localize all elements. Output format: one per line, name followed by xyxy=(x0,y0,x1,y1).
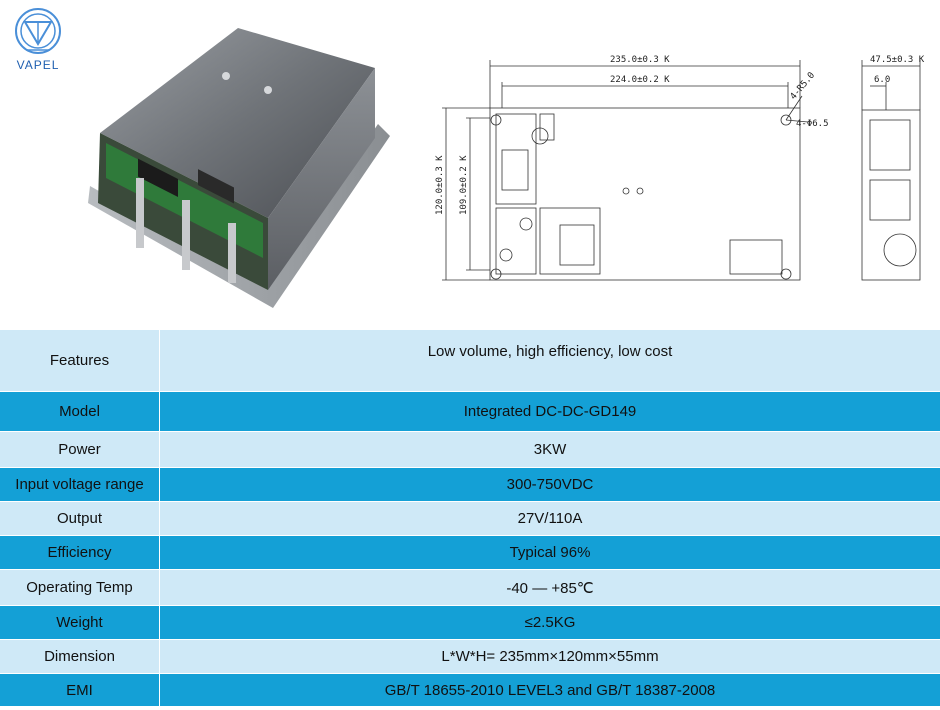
spec-table: Features Low volume, high efficiency, lo… xyxy=(0,330,940,707)
spec-row-emi: EMI GB/T 18655-2010 LEVEL3 and GB/T 1838… xyxy=(0,674,940,707)
spec-row-model: Model Integrated DC-DC-GD149 xyxy=(0,392,940,432)
spec-label: Weight xyxy=(0,606,160,639)
spec-label: Efficiency xyxy=(0,536,160,569)
spec-value: L*W*H= 235mm×120mm×55mm xyxy=(441,648,659,665)
spec-row-power: Power 3KW xyxy=(0,432,940,468)
dim-flange: 6.0 xyxy=(874,75,890,85)
dim-hole-diameter: 4-Φ6.5 xyxy=(796,119,829,129)
spec-label: Input voltage range xyxy=(0,468,160,501)
spec-value: 3KW xyxy=(533,441,567,458)
spec-row-dimension: Dimension L*W*H= 235mm×120mm×55mm xyxy=(0,640,940,674)
spec-value: ≤2.5KG xyxy=(524,614,576,631)
dim-total-height: 120.0±0.3 K xyxy=(435,155,445,215)
spec-label: Power xyxy=(0,432,160,467)
dim-inner-height: 109.0±0.2 K xyxy=(459,155,469,215)
spec-value: Low volume, high efficiency, low cost xyxy=(427,343,673,360)
dim-hole-radius: 4-R5.0 xyxy=(789,71,818,102)
spec-label: Features xyxy=(0,330,160,391)
dimension-drawing: 235.0±0.3 K 224.0±0.2 K 120.0±0.3 K 109.… xyxy=(430,40,930,290)
spec-value: 300-750VDC xyxy=(506,476,594,493)
spec-value: Integrated DC-DC-GD149 xyxy=(463,403,637,420)
logo-text: VAPEL xyxy=(16,58,60,72)
product-header: VAPEL xyxy=(0,0,940,330)
spec-row-operating-temp: Operating Temp -40 — +85℃ xyxy=(0,570,940,606)
spec-row-input-voltage: Input voltage range 300-750VDC xyxy=(0,468,940,502)
spec-row-output: Output 27V/110A xyxy=(0,502,940,536)
spec-row-features: Features Low volume, high efficiency, lo… xyxy=(0,330,940,392)
spec-row-efficiency: Efficiency Typical 96% xyxy=(0,536,940,570)
dim-total-width: 235.0±0.3 K xyxy=(610,55,670,65)
spec-value: Typical 96% xyxy=(509,544,591,561)
spec-value: GB/T 18655-2010 LEVEL3 and GB/T 18387-20… xyxy=(384,681,716,699)
dim-inner-width: 224.0±0.2 K xyxy=(610,75,670,85)
spec-row-weight: Weight ≤2.5KG xyxy=(0,606,940,640)
spec-label: Operating Temp xyxy=(0,570,160,605)
dim-depth: 47.5±0.3 K xyxy=(870,55,925,65)
spec-label: Dimension xyxy=(0,640,160,673)
spec-label: EMI xyxy=(0,674,160,706)
spec-label: Model xyxy=(0,392,160,431)
spec-value: -40 — +85℃ xyxy=(506,579,594,597)
spec-label: Output xyxy=(0,502,160,535)
brand-logo: VAPEL xyxy=(8,6,68,74)
product-photo xyxy=(78,28,390,318)
spec-value: 27V/110A xyxy=(517,510,583,527)
logo-emblem-icon xyxy=(15,8,61,54)
